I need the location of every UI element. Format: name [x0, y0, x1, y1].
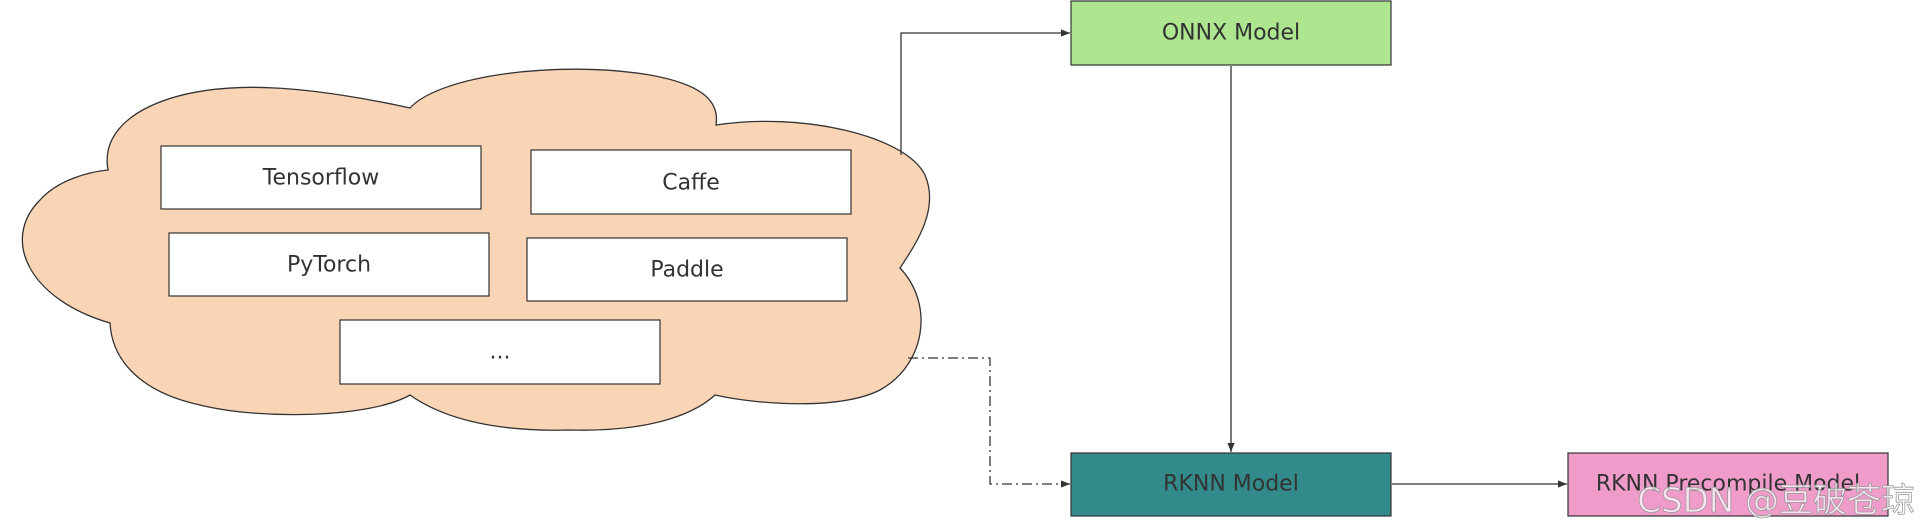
framework-label-caffe: Caffe	[662, 171, 720, 196]
framework-box-paddle: Paddle	[526, 237, 848, 302]
csdn-watermark: CSDN @豆破苍琼	[1637, 481, 1915, 521]
onnx-model-node: ONNX Model	[1070, 0, 1392, 66]
rknn-model-node: RKNN Model	[1070, 452, 1392, 517]
rknn-model-box	[1070, 452, 1392, 517]
rknn-model-label: RKNN Model	[1163, 472, 1299, 497]
rknn-precompile-box	[1567, 452, 1889, 517]
framework-box-more: ...	[339, 319, 661, 385]
rknn-precompile-label: RKNN Precompile Model	[1596, 472, 1860, 497]
framework-box-tensorflow: Tensorflow	[160, 145, 482, 210]
rknn-precompile-node: RKNN Precompile Model	[1567, 452, 1889, 517]
onnx-model-box	[1070, 0, 1392, 66]
framework-label-tensorflow: Tensorflow	[262, 166, 379, 191]
framework-box-pytorch: PyTorch	[168, 232, 490, 297]
framework-box-caffe: Caffe	[530, 149, 852, 215]
framework-label-more: ...	[490, 340, 511, 365]
frameworks-cloud: Tensorflow Caffe PyTorch Paddle ...	[21, 68, 931, 431]
edge-frameworks-to-rknn-dashed	[908, 357, 1070, 488]
edge-frameworks-to-onnx	[900, 29, 1070, 155]
framework-label-pytorch: PyTorch	[287, 253, 371, 278]
framework-label-paddle: Paddle	[650, 258, 723, 283]
onnx-model-label: ONNX Model	[1162, 21, 1300, 46]
